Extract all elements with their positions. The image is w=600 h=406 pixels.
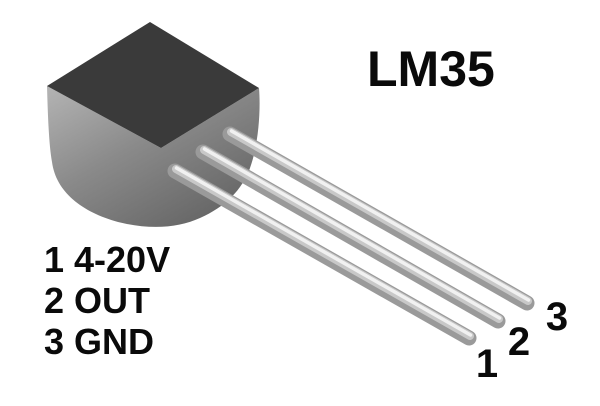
lead-1 xyxy=(167,163,477,346)
legend-line-supply: 1 4-20V xyxy=(44,239,171,280)
pin-3-number-label: 3 xyxy=(545,295,569,339)
legend-line-output: 2 OUT xyxy=(44,280,151,321)
pin-1-number-label: 1 xyxy=(475,342,499,386)
lead-2 xyxy=(195,144,506,329)
lead-1-highlight xyxy=(174,166,473,337)
package-top-face xyxy=(47,22,259,148)
lead-2-highlight xyxy=(202,147,502,320)
legend-line-ground: 3 GND xyxy=(44,321,155,362)
lead-3 xyxy=(222,126,535,311)
pin-2-number-label: 2 xyxy=(507,320,531,364)
pin-function-legend: 1 4-20V 2 OUT 3 GND xyxy=(44,239,170,362)
lead-3-highlight xyxy=(229,129,531,302)
part-name-label: LM35 xyxy=(367,41,495,97)
